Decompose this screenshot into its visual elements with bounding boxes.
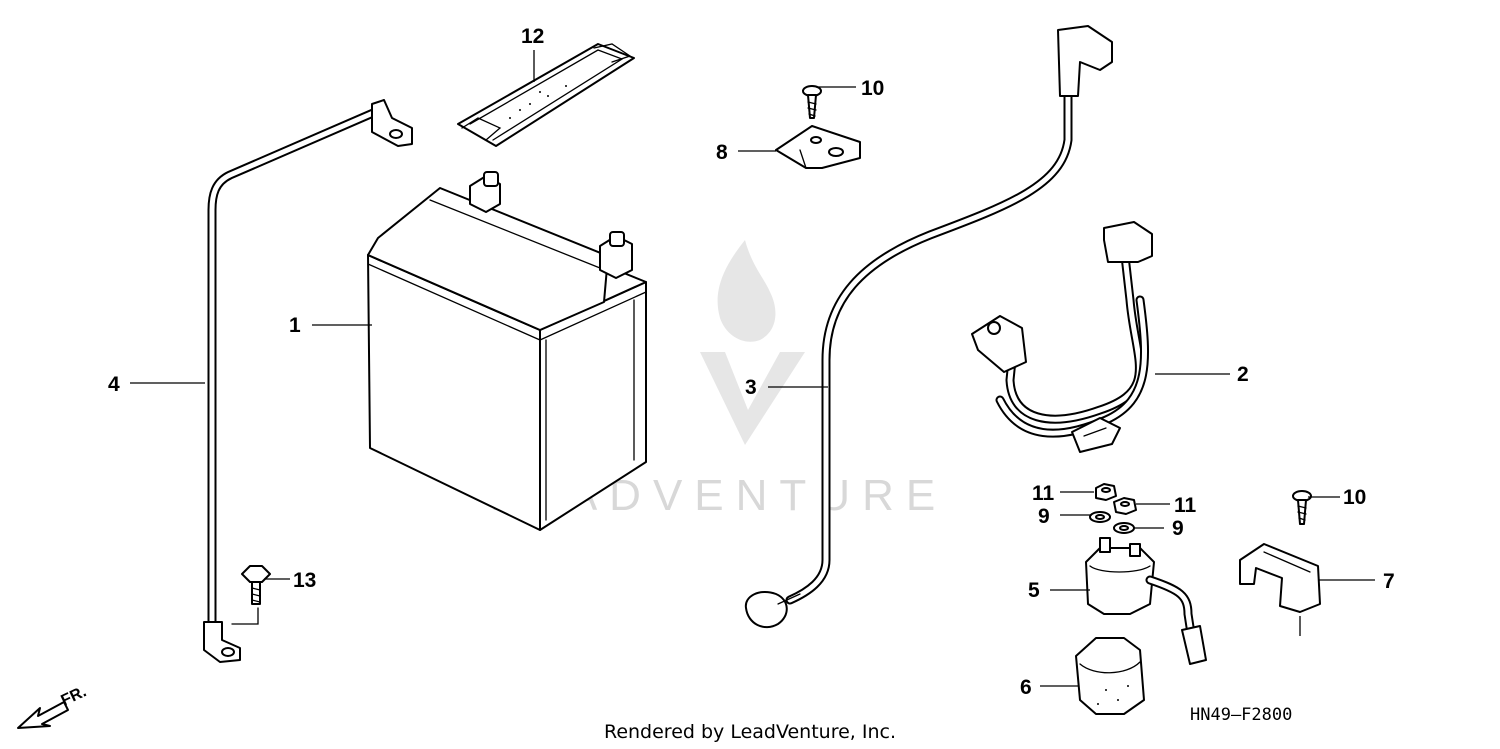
callout-5: 5 (1028, 579, 1040, 602)
part-1-battery[interactable] (367, 171, 647, 531)
callout-8: 8 (716, 141, 728, 164)
part-7-clip[interactable] (1239, 543, 1321, 613)
part-3-positive-cable[interactable] (744, 25, 1113, 629)
front-arrow-icon (17, 701, 69, 729)
part-11-nut-right[interactable] (1113, 497, 1137, 515)
callout-4: 4 (108, 373, 120, 396)
part-9-washer-left[interactable] (1089, 511, 1111, 523)
callout-7: 7 (1383, 570, 1395, 593)
footer-text: Rendered by LeadVenture, Inc. (604, 721, 896, 743)
callout-6: 6 (1020, 676, 1032, 699)
part-9-washer-right[interactable] (1113, 522, 1135, 534)
part-4-negative-cable[interactable] (203, 99, 413, 663)
part-10-screw-top[interactable] (802, 85, 822, 119)
watermark-flame-icon (717, 240, 776, 342)
callout-11-right: 11 (1174, 494, 1197, 517)
watermark-v-icon (700, 352, 805, 445)
part-8-bracket[interactable] (775, 125, 861, 169)
callout-12: 12 (521, 25, 544, 48)
part-6-relay-cover[interactable] (1075, 637, 1145, 715)
front-indicator-label: FR. (59, 683, 90, 709)
part-5-starter-relay[interactable] (1085, 537, 1207, 665)
callout-2: 2 (1237, 363, 1249, 386)
diagram-code: HN49—F2800 (1190, 705, 1292, 725)
part-13-bolt[interactable] (241, 565, 271, 605)
part-12-battery-strap[interactable] (457, 43, 635, 147)
leader-lines (130, 50, 1375, 687)
front-indicator: FR. (17, 683, 90, 729)
callout-9-left: 9 (1038, 505, 1050, 528)
callout-13: 13 (293, 569, 316, 592)
part-2-harness[interactable] (971, 221, 1153, 453)
callout-10-right: 10 (1343, 486, 1366, 509)
callout-10-top: 10 (861, 77, 884, 100)
callout-3: 3 (745, 376, 757, 399)
callout-1: 1 (289, 314, 301, 337)
part-11-nut-left[interactable] (1095, 483, 1117, 501)
part-10-screw-right[interactable] (1292, 490, 1312, 525)
callouts: 1 2 3 4 5 6 7 8 9 9 10 10 11 11 12 13 (108, 25, 1395, 699)
callout-9-right: 9 (1172, 517, 1184, 540)
callout-11-left: 11 (1032, 482, 1055, 505)
